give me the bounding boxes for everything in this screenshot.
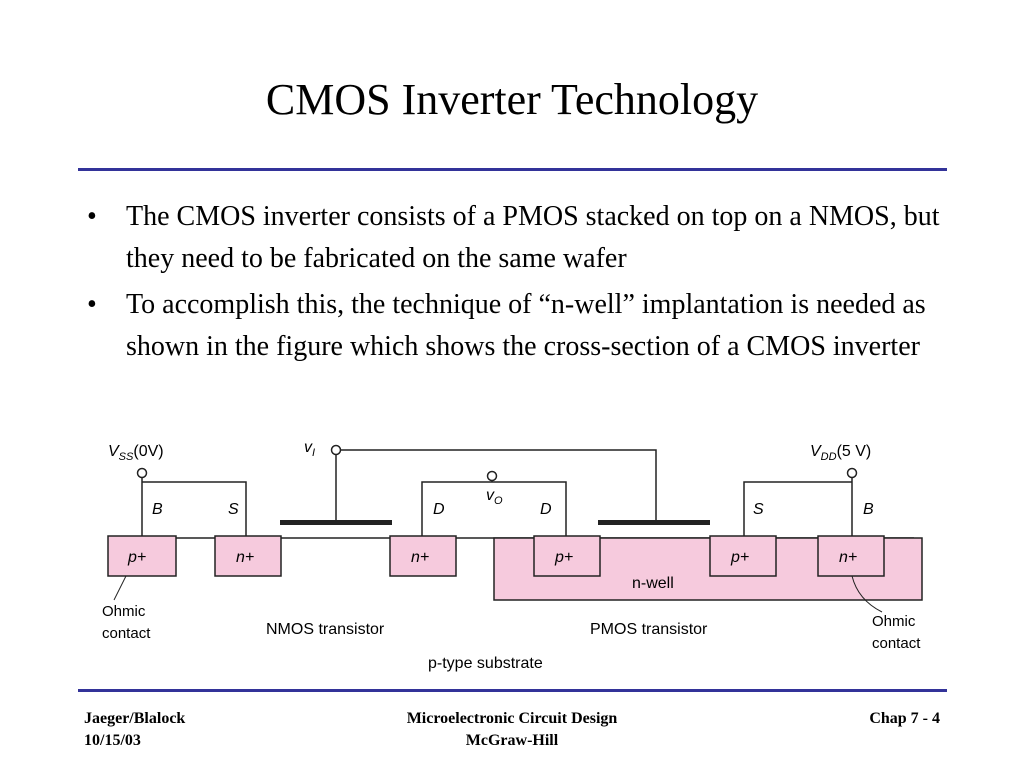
cmos-cross-section-figure: VSS(0V) vI vO VDD(5 V) B S D D S B p+ n+… (102, 439, 923, 672)
p-plus-region-pmos-source (709, 535, 777, 577)
bullet-glyph: • (87, 201, 97, 232)
nmos-gate (280, 520, 392, 525)
title-divider (78, 168, 947, 171)
n-plus-region-nmos-drain (389, 535, 457, 577)
region-label: n+ (411, 549, 429, 566)
bullet-item: • To accomplish this, the technique of “… (84, 284, 944, 368)
vdd-terminal (846, 467, 858, 479)
vi-terminal (330, 444, 342, 456)
region-label: n+ (236, 549, 254, 566)
region-label: p+ (554, 549, 573, 566)
footer-chapter: Chap 7 - 4 (869, 710, 940, 727)
footer-authors: Jaeger/Blalock (84, 710, 186, 727)
n-plus-region-vdd (817, 535, 885, 577)
vss-terminal (136, 467, 148, 479)
region-label: p+ (127, 549, 146, 566)
footer-divider (78, 689, 947, 692)
vo-label: vO (486, 487, 503, 507)
slide-title: CMOS Inverter Technology (265, 75, 759, 124)
bullet-glyph: • (87, 289, 97, 320)
substrate-label: p-type substrate (428, 655, 543, 672)
n-well-region (493, 537, 923, 601)
pmos-gate (598, 520, 710, 525)
bullet-list: • The CMOS inverter consists of a PMOS s… (84, 196, 944, 372)
terminal-label: B (863, 501, 874, 518)
vi-label: vI (304, 439, 315, 459)
n-well-label: n-well (632, 575, 674, 592)
footer-book-title: Microelectronic Circuit Design (406, 710, 618, 727)
bullet-text: To accomplish this, the technique of “n-… (126, 289, 926, 362)
terminal-label: S (228, 501, 239, 518)
footer-book: Microelectronic Circuit Design McGraw-Hi… (312, 708, 712, 752)
region-label: p+ (730, 549, 749, 566)
ohmic-left-leader (113, 575, 127, 601)
footer-publisher: McGraw-Hill (465, 732, 559, 749)
pmos-label: PMOS transistor (590, 621, 708, 638)
vdd-label: VDD(5 V) (810, 443, 871, 463)
vo-wire (421, 481, 567, 536)
terminal-label: B (152, 501, 163, 518)
vss-label: VSS(0V) (108, 443, 164, 463)
n-plus-region-nmos-source (214, 535, 282, 577)
ohmic-right-leader (851, 575, 883, 613)
terminal-label: D (433, 501, 445, 518)
p-plus-region-vss (107, 535, 177, 577)
terminal-label: S (753, 501, 764, 518)
terminal-label: D (540, 501, 552, 518)
vo-terminal (486, 470, 498, 482)
bullet-item: • The CMOS inverter consists of a PMOS s… (84, 196, 944, 280)
vi-wire (335, 449, 657, 520)
footer-author-date: Jaeger/Blalock 10/15/03 (84, 708, 185, 752)
footer-date: 10/15/03 (84, 732, 141, 749)
region-label: n+ (839, 549, 857, 566)
nmos-label: NMOS transistor (266, 621, 385, 638)
bullet-text: The CMOS inverter consists of a PMOS sta… (126, 201, 940, 274)
p-plus-region-pmos-drain (533, 535, 601, 577)
